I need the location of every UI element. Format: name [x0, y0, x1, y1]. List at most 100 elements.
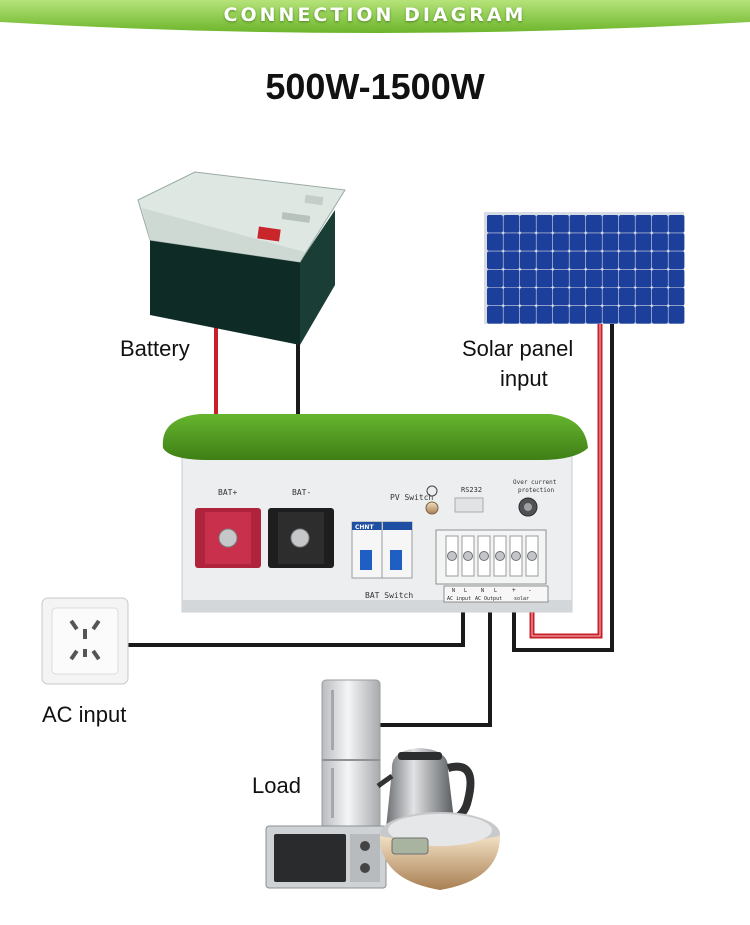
- solar-cell: [635, 287, 652, 306]
- solar-cell: [503, 251, 520, 269]
- solar-cell: [668, 269, 685, 288]
- solar-cell: [553, 287, 569, 306]
- solar-panel-label-line1: Solar panel: [462, 336, 574, 361]
- solar-cell: [619, 233, 635, 251]
- ground-icon: [426, 485, 438, 497]
- solar-cell: [652, 269, 668, 288]
- solar-cell: [487, 269, 503, 288]
- bat-positive-label: BAT+: [218, 488, 237, 497]
- power-range-heading: 500W-1500W: [265, 66, 485, 107]
- solar-cell: [586, 287, 602, 306]
- ground-screw-icon: [425, 501, 439, 515]
- solar-cell: [487, 251, 503, 269]
- rice-cooker: [380, 812, 500, 890]
- load-appliances: [265, 679, 500, 890]
- terminal-n1-label: N: [452, 588, 455, 594]
- solar-cell: [536, 251, 553, 269]
- solar-cell: [602, 233, 619, 251]
- solar-cell: [619, 251, 635, 269]
- solar-cell: [536, 306, 553, 324]
- solar-panel-label-line2: input: [500, 366, 548, 391]
- solar-cell: [619, 215, 635, 233]
- solar-cell: [635, 233, 652, 251]
- battery-illustration: [137, 171, 346, 345]
- refrigerator: [321, 679, 381, 851]
- solar-cell: [536, 287, 553, 306]
- solar-cell: [520, 269, 536, 288]
- solar-cell: [619, 287, 635, 306]
- microwave-oven: [265, 825, 387, 889]
- terminal-l1-label: L: [464, 588, 467, 594]
- overcurrent-label-line2: protection: [518, 487, 555, 494]
- solar-cell: [652, 233, 668, 251]
- solar-cell: [602, 306, 619, 324]
- breaker-brand-label: CHNT: [355, 524, 374, 531]
- banner-title: CONNECTION DIAGRAM: [223, 4, 527, 26]
- solar-cell: [635, 269, 652, 288]
- solar-cell: [652, 251, 668, 269]
- terminal-ac-input-label: AC input: [447, 596, 471, 602]
- solar-cell: [487, 287, 503, 306]
- solar-black-wire: [512, 320, 614, 652]
- banner-background: [0, 0, 750, 33]
- solar-cell: [553, 269, 569, 288]
- solar-cell: [487, 306, 503, 324]
- solar-cell: [652, 306, 668, 324]
- solar-cell: [520, 306, 536, 324]
- solar-cell: [586, 306, 602, 324]
- solar-cell: [652, 287, 668, 306]
- overcurrent-label-line1: Over current: [513, 479, 557, 486]
- solar-cell: [520, 287, 536, 306]
- solar-cell: [586, 269, 602, 288]
- terminal-screw-icon: [463, 551, 473, 561]
- solar-cell: [602, 269, 619, 288]
- terminal-screw-icon: [511, 551, 521, 561]
- wires: [128, 312, 614, 727]
- terminal-screw-icon: [527, 551, 537, 561]
- solar-cell: [487, 215, 503, 233]
- terminal-minus-label: -: [528, 587, 532, 594]
- solar-cell: [553, 233, 569, 251]
- ac-input-label: AC input: [42, 702, 127, 727]
- bat-negative-terminal: [268, 508, 334, 568]
- inverter-unit: BAT+ BAT- CHNT PV Switch BAT Switch RS23…: [162, 414, 588, 613]
- solar-cell: [586, 215, 602, 233]
- terminal-screw-icon: [479, 551, 489, 561]
- bat-negative-label: BAT-: [292, 488, 311, 497]
- solar-red-wire-outline: [531, 320, 601, 637]
- solar-cell: [668, 306, 685, 324]
- solar-cell: [536, 269, 553, 288]
- ac-outlet-illustration: [41, 597, 129, 685]
- solar-cell: [487, 233, 503, 251]
- pv-switch-label: PV Switch: [390, 493, 434, 502]
- rs232-label: RS232: [461, 486, 482, 494]
- breaker-pair: [351, 521, 413, 579]
- solar-cell: [619, 269, 635, 288]
- solar-cell: [602, 215, 619, 233]
- solar-cell: [602, 287, 619, 306]
- solar-cell: [619, 306, 635, 324]
- solar-cell: [553, 215, 569, 233]
- solar-cell: [520, 215, 536, 233]
- solar-cell: [503, 306, 520, 324]
- bat-positive-terminal: [195, 508, 261, 568]
- solar-cell: [536, 215, 553, 233]
- solar-cell: [569, 287, 586, 306]
- inverter-green-lid: [162, 414, 588, 460]
- solar-cell: [602, 251, 619, 269]
- solar-cell: [520, 251, 536, 269]
- bat-switch-label: BAT Switch: [365, 591, 413, 600]
- terminal-n2-label: N: [481, 588, 484, 594]
- solar-panel-illustration: [484, 212, 685, 324]
- solar-cell: [635, 215, 652, 233]
- solar-cell: [569, 251, 586, 269]
- solar-cell: [652, 215, 668, 233]
- solar-cell: [668, 215, 685, 233]
- battery-label: Battery: [120, 336, 190, 361]
- solar-cell: [520, 233, 536, 251]
- solar-cell: [635, 306, 652, 324]
- load-label: Load: [252, 773, 301, 798]
- ac-output-wire: [380, 600, 492, 727]
- solar-cell: [586, 233, 602, 251]
